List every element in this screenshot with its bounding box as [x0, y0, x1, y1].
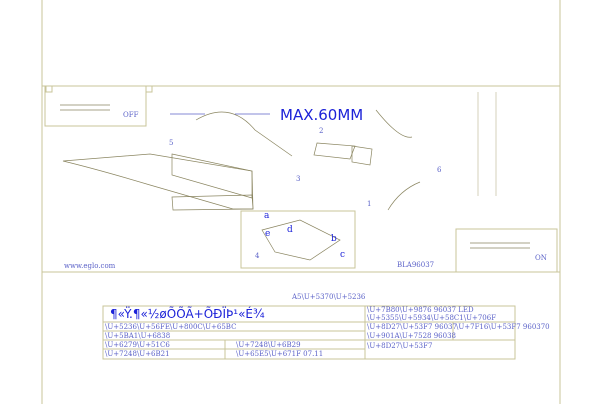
step-3: 3: [296, 175, 301, 183]
row-1-code: \U+7F16\U+53F7 960370: [456, 323, 550, 331]
step-1: 1: [367, 200, 372, 208]
detail-a: a: [264, 211, 270, 221]
step-2: 2: [319, 127, 324, 135]
detail-b: b: [331, 234, 337, 244]
off-label: OFF: [123, 111, 139, 119]
detail-e: e: [265, 229, 271, 239]
row-2-common: \U+901A\U+7528 96038: [367, 332, 456, 340]
title-block-table: [102, 305, 516, 360]
row-2-label: \U+5BA1\U+6838: [105, 332, 171, 340]
row-3-version: \U+7248\U+6B29: [236, 341, 301, 349]
sheet-title: ¶«Ÿ.¶«½øÕÕÃ+ÕÐÏÞ¹«É¾: [110, 307, 265, 321]
step-6: 6: [437, 166, 442, 174]
detail-c: c: [340, 250, 346, 260]
row-1-item-no: \U+8D27\U+53F7 96037: [367, 323, 457, 331]
step-5: 5: [169, 139, 174, 147]
row-3-label: \U+6279\U+51C6: [105, 341, 170, 349]
product-description: \U+7B80\U+9876 96037 LED \U+5355\U+5934\…: [367, 306, 497, 322]
max-depth-label: MAX.60MM: [280, 106, 364, 124]
model-code: BLA96037: [397, 261, 435, 269]
paper-size-label: A5\U+5370\U+5236: [292, 293, 366, 301]
row-3-item: \U+8D27\U+53F7: [367, 342, 433, 350]
on-label: ON: [535, 254, 547, 262]
row-1-label: \U+5236\U+56FE\U+800C\U+65BC: [105, 323, 237, 331]
row-4-date: \U+65E5\U+671F 07.11: [236, 350, 324, 358]
step-4: 4: [255, 252, 260, 260]
website-label: www.eglo.com: [64, 262, 116, 270]
detail-d: d: [287, 225, 293, 235]
row-4-label: \U+7248\U+6B21: [105, 350, 170, 358]
